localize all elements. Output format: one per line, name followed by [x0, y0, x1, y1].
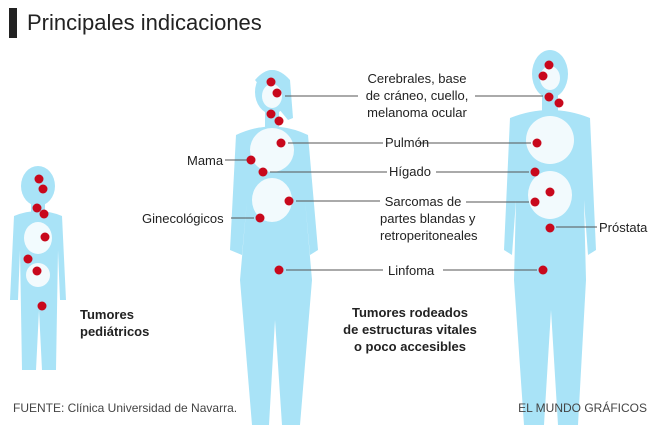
tumor-dot	[545, 187, 555, 197]
group-line: pediátricos	[80, 324, 150, 339]
tumor-dot	[34, 174, 44, 184]
source-footer: FUENTE: Clínica Universidad de Navarra.	[13, 401, 238, 415]
tumor-dot	[272, 88, 282, 98]
credit-footer: EL MUNDO GRÁFICOS	[518, 401, 647, 415]
group-vital: Tumores rodeados de estructuras vitales …	[338, 304, 482, 355]
tumor-dot	[39, 209, 49, 219]
tumor-dot	[246, 155, 256, 165]
label-linfoma: Linfoma	[388, 263, 435, 278]
label-higado: Hígado	[389, 164, 431, 179]
group-line: de estructuras vitales	[343, 322, 477, 337]
tumor-dot	[276, 138, 286, 148]
tumor-dot	[40, 232, 50, 242]
tumor-dot	[544, 60, 554, 70]
woman-silhouette	[230, 70, 318, 425]
tumor-dot	[544, 92, 554, 102]
label-pulmon: Pulmón	[385, 135, 430, 150]
tumor-dot	[37, 301, 47, 311]
label-line: partes blandas y	[380, 211, 476, 226]
leader-lines	[225, 95, 597, 271]
tumor-dot	[258, 167, 268, 177]
label-line: Cerebrales, base	[367, 71, 467, 86]
group-line: Tumores rodeados	[351, 305, 469, 320]
tumor-dot	[530, 197, 540, 207]
label-sarcomas: Sarcomas de partes blandas y retroperito…	[380, 193, 478, 244]
tumor-dot	[38, 184, 48, 194]
tumor-dot	[554, 98, 564, 108]
label-cerebrales: Cerebrales, base de cráneo, cuello, mela…	[358, 70, 476, 121]
tumor-dot	[538, 265, 548, 275]
tumor-dot	[532, 138, 542, 148]
tumor-dot	[530, 167, 540, 177]
tumor-dot	[32, 203, 42, 213]
tumor-dot	[255, 213, 265, 223]
tumor-dot	[274, 265, 284, 275]
tumor-dot	[538, 71, 548, 81]
tumor-dot	[545, 223, 555, 233]
tumor-dots	[23, 60, 564, 311]
label-line: retroperitoneales	[380, 228, 478, 243]
man-silhouette	[504, 50, 596, 425]
tumor-dot	[32, 266, 42, 276]
group-line: Tumores	[80, 307, 134, 322]
group-pediatric: Tumores pediátricos	[80, 306, 149, 340]
tumor-dot	[284, 196, 294, 206]
label-mama: Mama	[187, 153, 224, 168]
label-line: de cráneo, cuello,	[365, 88, 469, 103]
tumor-dot	[274, 116, 284, 126]
label-ginecologicos: Ginecológicos	[142, 211, 224, 226]
tumor-dot	[266, 109, 276, 119]
label-line: Sarcomas de	[384, 194, 462, 209]
group-line: o poco accesibles	[354, 339, 466, 354]
tumor-dot	[266, 77, 276, 87]
tumor-dot	[23, 254, 33, 264]
label-prostata: Próstata	[599, 220, 648, 235]
page-title: Principales indicaciones	[9, 8, 262, 38]
label-line: melanoma ocular	[367, 105, 467, 120]
